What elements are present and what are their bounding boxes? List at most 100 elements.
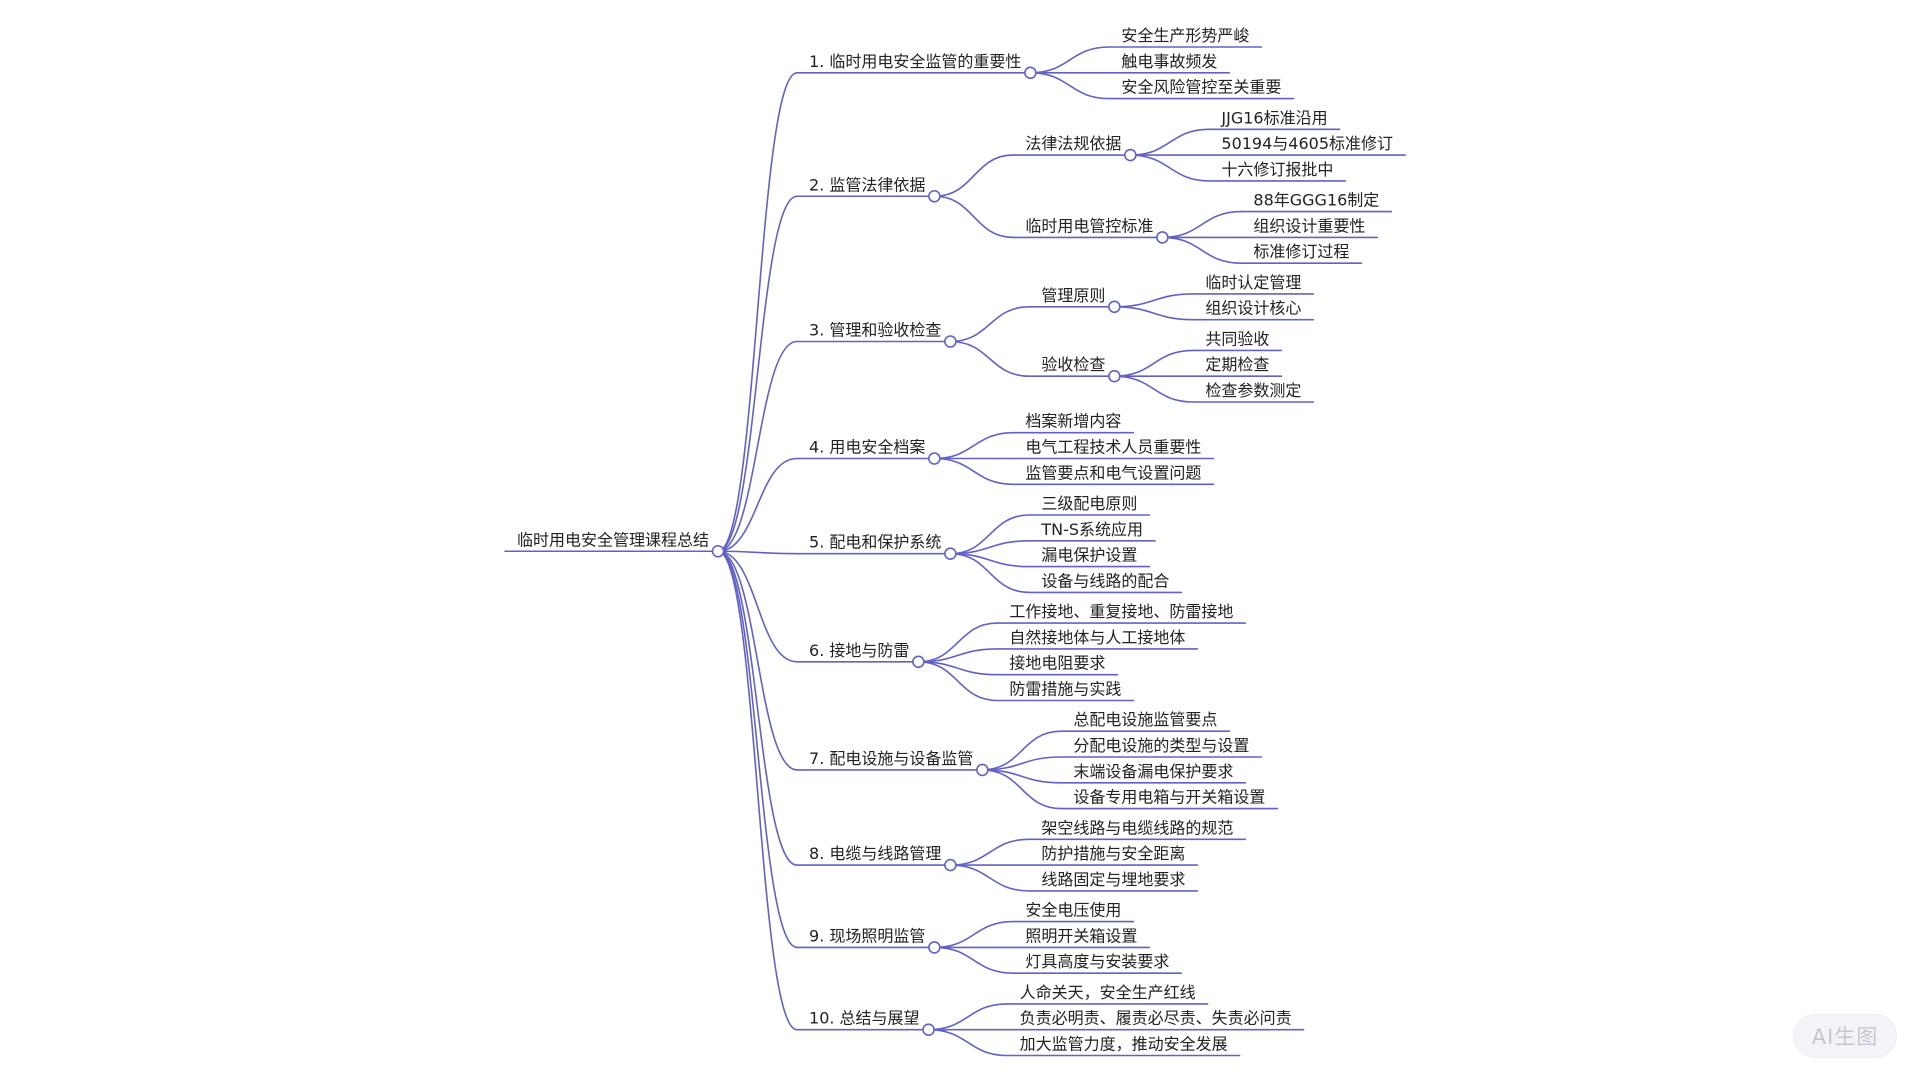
mindmap-node-4-3: 监管要点和电气设置问题: [1012, 463, 1215, 486]
link-8-1: [949, 838, 1031, 866]
link-8: [717, 550, 798, 866]
mindmap-node-7-2: 分配电设施的类型与设置: [1060, 736, 1263, 758]
node-label-10: 10. 总结与展望: [809, 1009, 920, 1028]
link-1-3: [1029, 72, 1111, 100]
fold-toggle-4[interactable]: [928, 452, 941, 465]
link-1: [717, 72, 798, 553]
mindmap-node-9-3: 灯具高度与安装要求: [1012, 952, 1183, 975]
fold-toggle-2-1[interactable]: [1124, 148, 1137, 162]
node-label-9-3: 灯具高度与安装要求: [1025, 952, 1169, 971]
link-6-4: [917, 661, 999, 702]
node-label-7-1: 总配电设施监管要点: [1073, 710, 1217, 729]
link-3-2: [949, 340, 1031, 377]
node-label-7: 7. 配电设施与设备监管: [809, 749, 973, 768]
node-label-2-2-3: 标准修订过程: [1253, 242, 1349, 261]
link-6-1: [917, 622, 999, 663]
link-9: [717, 550, 798, 949]
mindmap-node-7-1: 总配电设施监管要点: [1060, 710, 1231, 733]
node-label-10-1: 人命关天，安全生产红线: [1020, 983, 1196, 1002]
node-label-2-1: 法律法规依据: [1025, 134, 1121, 153]
node-label-8: 8. 电缆与线路管理: [809, 844, 941, 863]
fold-toggle-3-1[interactable]: [1108, 300, 1121, 314]
link-7: [717, 550, 798, 771]
link-9-3: [933, 946, 1015, 974]
fold-toggle-1[interactable]: [1024, 66, 1037, 80]
link-2-1-3: [1129, 154, 1211, 182]
fold-toggle-2-2[interactable]: [1156, 231, 1169, 244]
node-label-4-2: 电气工程技术人员重要性: [1025, 438, 1201, 457]
link-4: [717, 457, 798, 553]
link-2-1: [933, 154, 1015, 198]
link-3-1-1: [1113, 293, 1195, 308]
fold-toggle-6[interactable]: [912, 655, 925, 669]
mindmap-node-3-1-1: 临时认定管理: [1192, 273, 1315, 295]
mindmap-node-2-2-1: 88年GGG16制定: [1240, 191, 1393, 213]
mindmap-node-10-1: 人命关天，安全生产红线: [1006, 983, 1209, 1005]
node-label-5-3: 漏电保护设置: [1041, 546, 1137, 565]
node-label-2-2-1: 88年GGG16制定: [1253, 191, 1379, 210]
fold-toggle-8[interactable]: [944, 858, 957, 872]
fold-toggle-3[interactable]: [944, 335, 957, 348]
fold-toggle-7[interactable]: [976, 763, 989, 777]
mindmap-node-3-1: 管理原则: [1028, 286, 1121, 314]
link-2-2: [933, 195, 1015, 239]
node-label-2-2: 临时用电管控标准: [1025, 216, 1153, 235]
link-5-4: [949, 552, 1031, 594]
node-label-2: 2. 监管法律依据: [809, 175, 925, 194]
node-label-9-2: 照明开关箱设置: [1025, 926, 1137, 945]
node-label-5-4: 设备与线路的配合: [1041, 571, 1169, 590]
link-8-3: [949, 864, 1031, 892]
node-label-4-1: 档案新增内容: [1025, 412, 1121, 431]
fold-toggle-10[interactable]: [922, 1023, 935, 1036]
fold-toggle-9[interactable]: [928, 941, 941, 954]
fold-toggle-root[interactable]: [711, 544, 725, 558]
node-label-8-1: 架空线路与电缆线路的规范: [1041, 818, 1233, 837]
mindmap-node-5: 5. 配电和保护系统: [796, 533, 957, 561]
link-6: [717, 550, 798, 663]
node-label-root: 临时用电安全管理课程总结: [517, 530, 709, 549]
node-label-5-1: 三级配电原则: [1041, 494, 1137, 513]
link-7-1: [981, 730, 1063, 771]
fold-toggle-5[interactable]: [944, 547, 957, 561]
link-9-1: [933, 920, 1015, 949]
link-3: [717, 340, 798, 553]
node-label-3-2: 验收检查: [1041, 355, 1105, 374]
mindmap-node-7-4: 设备专用电箱与开关箱设置: [1060, 788, 1279, 810]
mindmap-node-6-4: 防雷措施与实践: [996, 680, 1135, 702]
node-label-3: 3. 管理和验收检查: [809, 321, 941, 340]
node-label-1: 1. 临时用电安全监管的重要性: [809, 52, 1021, 71]
node-label-4: 4. 用电安全档案: [809, 438, 925, 457]
node-label-7-2: 分配电设施的类型与设置: [1073, 736, 1249, 755]
mindmap-node-4-1: 档案新增内容: [1012, 412, 1135, 434]
link-7-4: [981, 769, 1063, 810]
link-layer: [717, 46, 1243, 1057]
link-5-1: [949, 514, 1031, 555]
mindmap-node-6-2: 自然接地体与人工接地体: [996, 628, 1199, 650]
link-10-1: [927, 1003, 1009, 1031]
node-label-3-1-1: 临时认定管理: [1205, 273, 1301, 292]
ai-watermark-badge: AI生图: [1793, 1014, 1897, 1058]
mindmap-node-9-2: 照明开关箱设置: [1012, 926, 1151, 949]
fold-toggle-2[interactable]: [928, 189, 941, 203]
node-label-6-2: 自然接地体与人工接地体: [1009, 628, 1185, 647]
link-1-1: [1029, 46, 1111, 74]
mindmap-node-3-2-1: 共同验收: [1192, 329, 1283, 352]
fold-toggle-3-2[interactable]: [1108, 369, 1121, 383]
mindmap-node-6: 6. 接地与防雷: [796, 641, 925, 669]
node-label-2-2-2: 组织设计重要性: [1253, 216, 1365, 235]
link-2-1-1: [1129, 128, 1211, 156]
mindmap-node-2-1: 法律法规依据: [1012, 134, 1137, 162]
mindmap-node-2-2-2: 组织设计重要性: [1240, 216, 1379, 239]
node-label-10-2: 负责必明责、履责必尽责、失责必问责: [1020, 1009, 1292, 1028]
link-3-1: [949, 306, 1031, 343]
link-5: [717, 550, 798, 555]
node-label-1-3: 安全风险管控至关重要: [1121, 78, 1281, 97]
mindmap-node-8-1: 架空线路与电缆线路的规范: [1028, 818, 1247, 841]
mindmap-node-10-3: 加大监管力度，推动安全发展: [1006, 1035, 1241, 1057]
mindmap-node-2-2: 临时用电管控标准: [1012, 216, 1169, 244]
node-label-8-2: 防护措施与安全距离: [1041, 844, 1185, 863]
mindmap-node-2: 2. 监管法律依据: [796, 175, 941, 203]
